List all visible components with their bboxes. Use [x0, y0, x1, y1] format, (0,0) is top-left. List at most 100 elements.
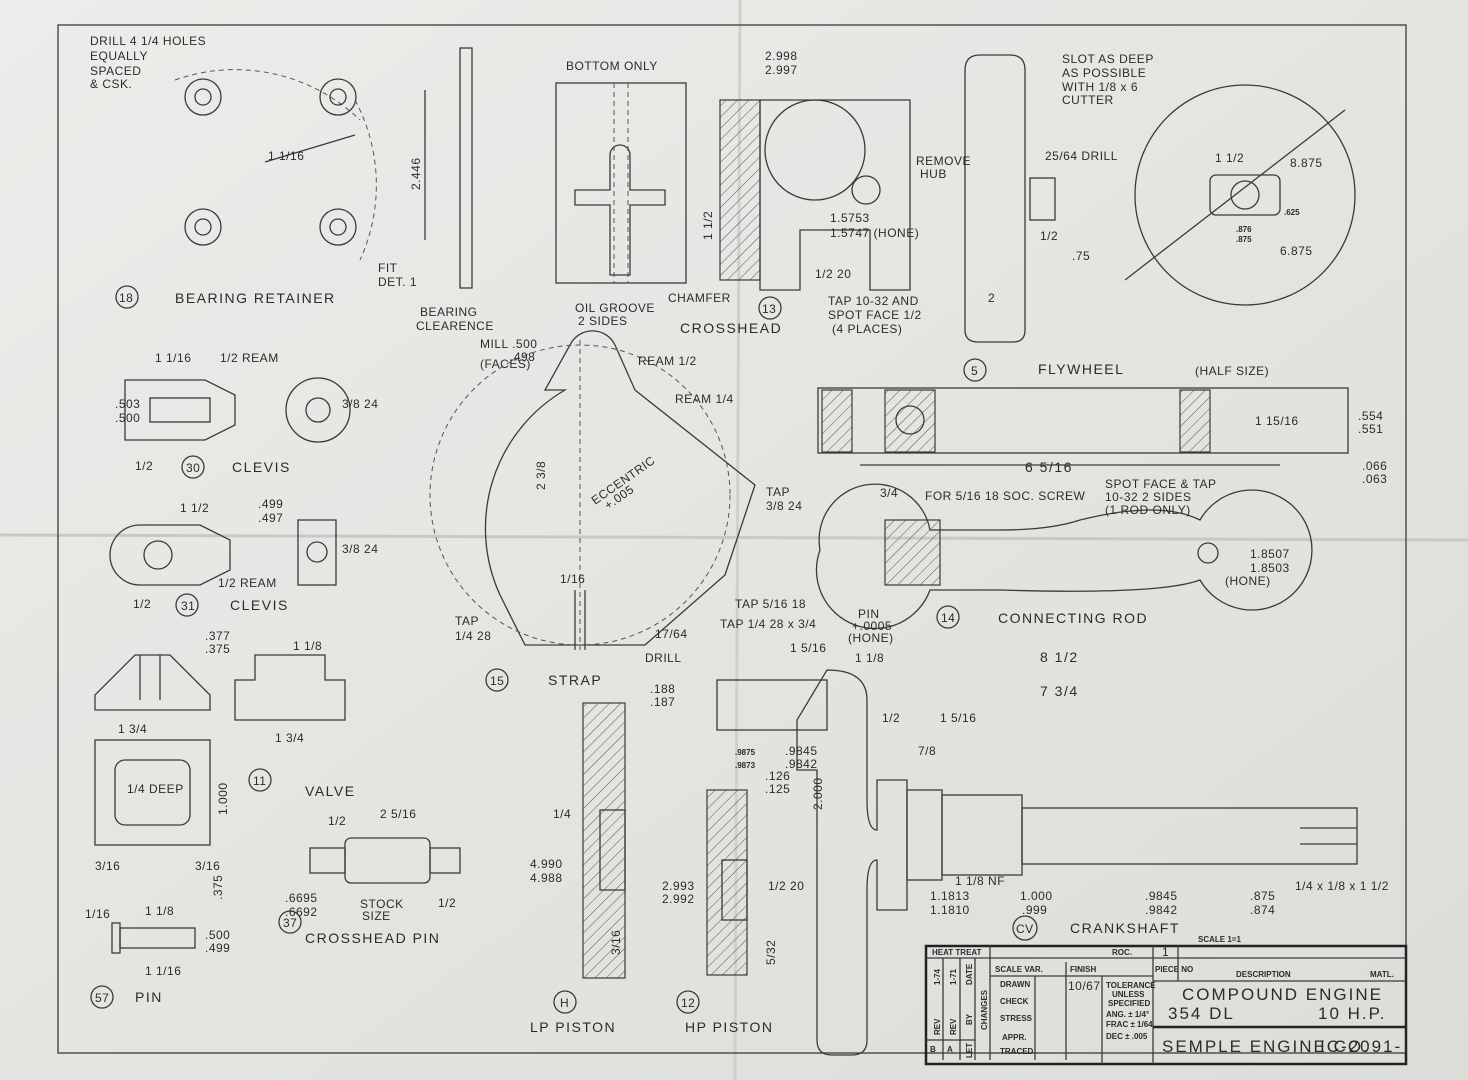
revision-letter: B — [930, 1045, 936, 1054]
dimension: .063 — [1362, 472, 1387, 486]
note: 1/4 28 — [455, 629, 491, 643]
note: SIZE — [362, 909, 391, 923]
dimension: .9842 — [785, 757, 818, 771]
dimension: 1/2 20 — [815, 267, 851, 281]
dimension: .876 — [1236, 225, 1252, 234]
note: HUB — [920, 167, 947, 181]
dimension: .498 — [510, 350, 535, 364]
dimension: .500 — [115, 411, 140, 425]
part-title: CONNECTING ROD — [998, 610, 1148, 626]
revision-label: REV — [949, 1018, 958, 1035]
fit-note: DET. 1 — [378, 275, 417, 289]
pin: 1/16 1 1/8 .500 .499 1 1/16 57 PIN — [85, 904, 230, 1009]
note: CUTTER — [1062, 93, 1114, 107]
description-label: DESCRIPTION — [1236, 970, 1291, 979]
dimension: 2.997 — [765, 63, 798, 77]
scale-note: SCALE 1=1 — [1198, 935, 1241, 944]
model-number: 354 DL — [1168, 1004, 1235, 1023]
revision-label: REV — [933, 1018, 942, 1035]
scale-note: (HALF SIZE) — [1195, 364, 1269, 378]
finish-label: FINISH — [1070, 965, 1096, 974]
dimension: 1 1/2 — [180, 501, 209, 515]
part-title: CLEVIS — [232, 459, 291, 475]
dimension: 4.988 — [530, 871, 563, 885]
part-number: 5 — [971, 364, 978, 378]
dimension: 3/16 — [609, 930, 623, 955]
dimension: 1/2 — [1040, 229, 1058, 243]
note: REAM 1/2 — [638, 354, 697, 368]
dimension: 1/2 — [438, 896, 456, 910]
dimension: 1/4 x 1/8 x 1 1/2 — [1295, 879, 1389, 893]
dimension: 1.5753 — [830, 211, 870, 225]
note: SPOT FACE & TAP — [1105, 477, 1217, 491]
dimension: .9873 — [735, 761, 756, 770]
revision-date: 1-71 — [949, 968, 958, 985]
company-name: SEMPLE ENGINE CO. — [1162, 1037, 1370, 1056]
dimension: .375 — [211, 875, 225, 900]
dimension: 2.992 — [662, 892, 695, 906]
tolerance-note: DEC ± .005 — [1106, 1032, 1148, 1041]
part-title: CRANKSHAFT — [1070, 920, 1180, 936]
dimension: (FACES) — [480, 357, 531, 371]
note: 2 SIDES — [578, 314, 628, 328]
dimension: .874 — [1250, 903, 1275, 917]
dimension: 2 3/8 — [534, 461, 548, 490]
dimension: 1.8503 — [1250, 561, 1290, 575]
part-title: CLEVIS — [230, 597, 289, 613]
part-number: 13 — [762, 302, 776, 316]
piece-value: 1 — [1162, 945, 1169, 959]
dimension: .9845 — [1145, 889, 1178, 903]
dimension: 2.993 — [662, 879, 695, 893]
title-block: HEAT TREAT ROC. SCALE VAR. FINISH DRAWN … — [924, 944, 1408, 1066]
note: SLOT AS DEEP — [1062, 52, 1154, 66]
part-number: 12 — [681, 996, 695, 1010]
dimension: .503 — [115, 397, 140, 411]
roc-label: ROC. — [1112, 948, 1132, 957]
drill-note: SPACED — [90, 64, 141, 78]
part-number: 31 — [181, 599, 195, 613]
part-number: 18 — [119, 291, 133, 305]
dimension: 1.1813 — [930, 889, 970, 903]
part-title: CROSSHEAD PIN — [305, 930, 440, 946]
dimension: 2.446 — [409, 157, 423, 190]
dimension: 6.875 — [1280, 244, 1313, 258]
dimension: 1 1/8 — [145, 904, 174, 918]
drawing-title: COMPOUND ENGINE — [1182, 985, 1383, 1004]
clevis-31: 1 1/2 .499 .497 3/8 24 1/2 REAM 1/2 31 C… — [109, 497, 378, 617]
clearance-note: BEARING — [420, 305, 478, 319]
dimension: .066 — [1362, 459, 1387, 473]
note: TAP 5/16 18 — [735, 597, 806, 611]
part-title: VALVE — [305, 783, 356, 799]
dimension: .6692 — [285, 905, 318, 919]
dimension: 8 1/2 — [1040, 649, 1079, 665]
dimension: 3/8 24 — [342, 542, 378, 556]
note: (4 PLACES) — [832, 322, 902, 336]
dimension: 3/16 — [195, 859, 220, 873]
dimension: 3/4 — [880, 486, 898, 500]
crosshead-pin: 2 5/16 1/2 .6695 .6692 STOCK SIZE 1/2 37… — [278, 807, 461, 946]
note: REAM 1/4 — [675, 392, 734, 406]
dimension: .551 — [1358, 422, 1383, 436]
dimension: 1/2 20 — [768, 879, 804, 893]
dimension: (HONE) — [1225, 574, 1271, 588]
part-number: 14 — [941, 611, 955, 625]
dimension: 8.875 — [1290, 156, 1323, 170]
note: PIN — [858, 607, 880, 621]
dimension: 4.990 — [530, 857, 563, 871]
note: BOTTOM ONLY — [566, 59, 658, 73]
appr-label: APPR. — [1002, 1033, 1026, 1042]
dimension: 1 3/4 — [118, 722, 147, 736]
dimension: 1.000 — [1020, 889, 1053, 903]
revision-letter: A — [947, 1045, 953, 1054]
part-number: CV — [1016, 922, 1034, 936]
note: 10-32 2 SIDES — [1105, 490, 1192, 504]
dimension: .187 — [650, 695, 675, 709]
dimension: 6 5/16 — [1025, 459, 1073, 475]
by-label: BY — [965, 1013, 974, 1025]
dimension: .9845 — [785, 744, 818, 758]
valve: .377 .375 1 1/8 1 3/4 1 3/4 1/4 DEEP 1.0… — [94, 629, 356, 900]
dimension: 7/8 — [918, 744, 936, 758]
part-number: 57 — [95, 991, 109, 1005]
dimension: .625 — [1284, 208, 1300, 217]
